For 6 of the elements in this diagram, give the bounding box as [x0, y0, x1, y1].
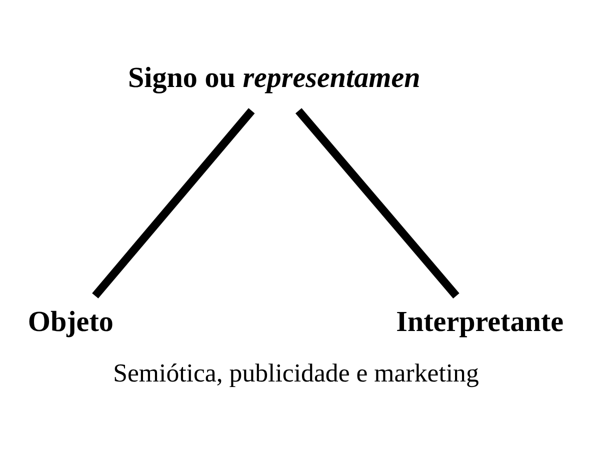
caption: Semiótica, publicidade e marketing	[113, 358, 479, 388]
connector	[295, 108, 460, 298]
node-text: Objeto	[28, 306, 114, 338]
connector	[92, 108, 255, 298]
node-text: Interpretante	[396, 306, 564, 338]
node-text: Signo ou representamen	[128, 62, 420, 94]
